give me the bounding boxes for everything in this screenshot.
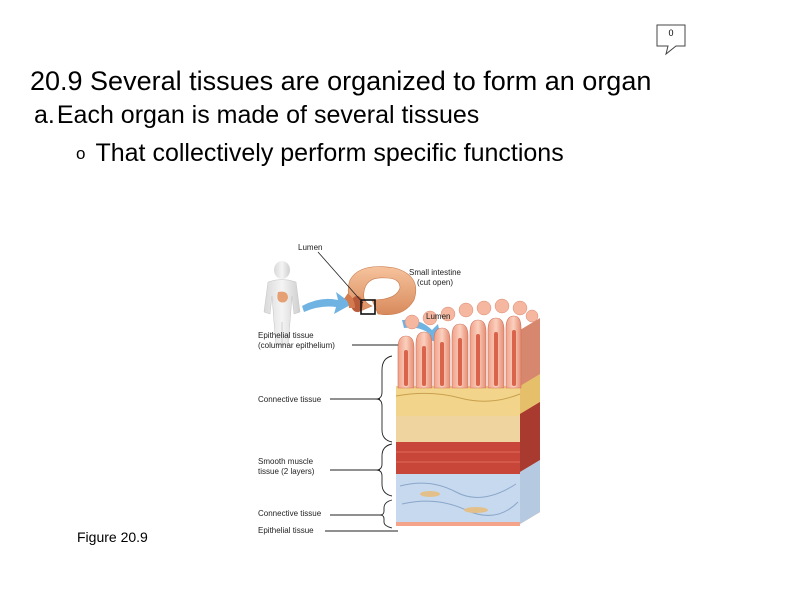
label-connective-tissue-2: Connective tissue — [258, 509, 322, 518]
label-smooth-line1: Smooth muscle — [258, 457, 314, 466]
label-lumen-top: Lumen — [298, 243, 323, 252]
label-epithelial-tissue: Epithelial tissue (columnar epithelium) — [258, 331, 335, 351]
bullet-level1: a.Each organ is made of several tissues — [34, 101, 479, 130]
bullet-text: Each organ is made of several tissues — [56, 101, 480, 129]
figure-label: Figure 20.9 — [77, 529, 148, 545]
label-small-intestine-line1: Small intestine — [408, 268, 462, 277]
label-epithelial-bottom: Epithelial tissue — [258, 526, 314, 535]
label-smooth-muscle: Smooth muscle tissue (2 layers) — [258, 457, 314, 477]
bullet-marker: a. — [34, 101, 55, 129]
human-figure-icon — [263, 261, 301, 346]
zoom-box — [360, 299, 376, 315]
arrow-to-intestine-icon — [302, 292, 352, 314]
bullet-level2: o That collectively perform specific func… — [76, 139, 564, 168]
label-lumen-mid: Lumen — [426, 312, 451, 321]
bullet-marker: o — [76, 144, 86, 163]
label-connective-tissue-1: Connective tissue — [258, 395, 322, 404]
bullet-text: That collectively perform specific funct… — [95, 139, 564, 167]
comment-count: 0 — [668, 28, 674, 38]
comment-bubble-icon[interactable] — [654, 22, 688, 56]
label-small-intestine-line2: (cut open) — [416, 278, 454, 287]
label-epithelial-line1: Epithelial tissue — [258, 331, 314, 340]
slide-title: 20.9 Several tissues are organized to fo… — [30, 66, 652, 96]
label-epithelial-line2: (columnar epithelium) — [258, 341, 335, 350]
label-smooth-line2: tissue (2 layers) — [258, 467, 315, 476]
tissue-block — [395, 298, 540, 526]
label-small-intestine: Small intestine (cut open) — [395, 268, 475, 288]
